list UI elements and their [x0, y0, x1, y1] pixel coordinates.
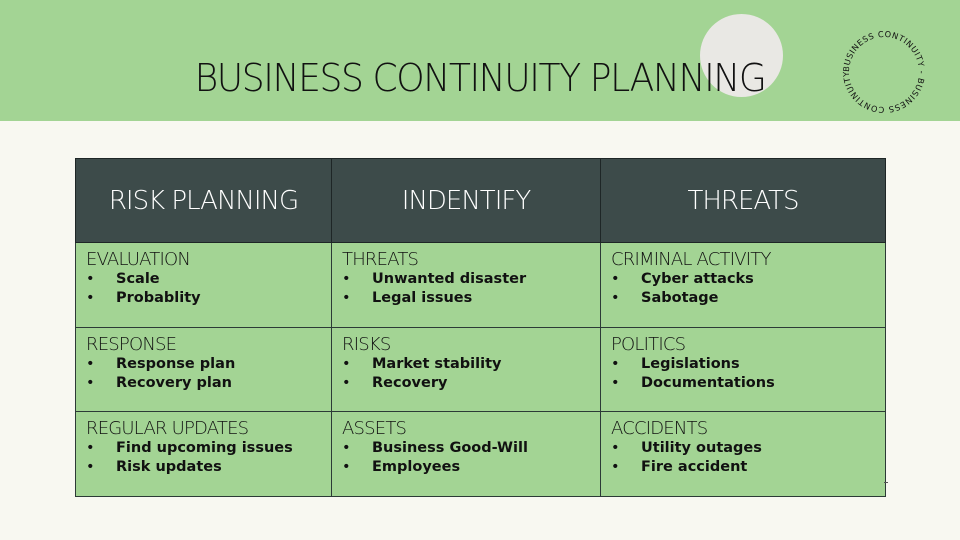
- list-item: Response plan: [86, 355, 321, 374]
- cell-title: RESPONSE: [86, 333, 177, 355]
- cell-title: ACCIDENTS: [611, 418, 708, 440]
- slide-title: BUSINESS CONTINUITY PLANNING: [194, 56, 767, 100]
- cell-title: RISKS: [342, 333, 391, 355]
- cell-title: THREATS: [342, 249, 419, 270]
- bullet-list: Business Good-Will Employees: [342, 439, 590, 477]
- list-item: Legal issues: [342, 289, 590, 308]
- table-cell: THREATS Unwanted disaster Legal issues: [331, 242, 601, 328]
- bullet-list: Unwanted disaster Legal issues: [342, 270, 590, 308]
- header-band: [0, 0, 960, 121]
- table-row: RESPONSE Response plan Recovery plan RIS…: [75, 326, 886, 413]
- header-threats: THREATS: [600, 158, 886, 243]
- list-item: Fire accident: [611, 458, 875, 477]
- table-row: REGULAR UPDATES Find upcoming issues Ris…: [75, 411, 886, 497]
- list-item: Utility outages: [611, 439, 875, 458]
- table-cell: POLITICS Legislations Documentations: [600, 326, 886, 413]
- bullet-list: Find upcoming issues Risk updates: [86, 439, 321, 477]
- header-risk-planning: RISK PLANNING: [75, 158, 332, 243]
- cell-title: POLITICS: [611, 333, 686, 355]
- table-cell: CRIMINAL ACTIVITY Cyber attacks Sabotage: [600, 242, 886, 328]
- list-item: Market stability: [342, 355, 590, 374]
- seal-text: BUSINESS CONTINUITY - BUSINESS CONTINUIT…: [834, 22, 926, 115]
- svg-text:BUSINESS CONTINUITY - BUSINESS: BUSINESS CONTINUITY - BUSINESS CONTINUIT…: [834, 22, 927, 115]
- list-item: Sabotage: [611, 289, 875, 308]
- bullet-list: Legislations Documentations: [611, 355, 875, 393]
- risk-planning-table: RISK PLANNING INDENTIFY THREATS EVALUATI…: [75, 158, 886, 497]
- table-cell: RESPONSE Response plan Recovery plan: [75, 326, 332, 413]
- cell-title: REGULAR UPDATES: [86, 418, 249, 440]
- table-cell: ASSETS Business Good-Will Employees: [331, 411, 601, 497]
- cell-title: CRIMINAL ACTIVITY: [611, 249, 771, 270]
- table-cell: RISKS Market stability Recovery: [331, 326, 601, 413]
- table-row: EVALUATION Scale Probablity THREATS Unwa…: [75, 242, 886, 328]
- list-item: Find upcoming issues: [86, 439, 321, 458]
- list-item: Cyber attacks: [611, 270, 875, 289]
- bullet-list: Utility outages Fire accident: [611, 439, 875, 477]
- table-header-row: RISK PLANNING INDENTIFY THREATS: [75, 158, 886, 243]
- bullet-list: Market stability Recovery: [342, 355, 590, 393]
- bullet-list: Cyber attacks Sabotage: [611, 270, 875, 308]
- table-edge-tick: [884, 482, 888, 483]
- list-item: Risk updates: [86, 458, 321, 477]
- cell-title: EVALUATION: [86, 249, 191, 270]
- list-item: Business Good-Will: [342, 439, 590, 458]
- cell-title: ASSETS: [342, 418, 407, 440]
- bullet-list: Scale Probablity: [86, 270, 321, 308]
- list-item: Probablity: [86, 289, 321, 308]
- list-item: Recovery: [342, 374, 590, 393]
- table-cell: ACCIDENTS Utility outages Fire accident: [600, 411, 886, 497]
- header-identify: INDENTIFY: [331, 158, 601, 243]
- list-item: Employees: [342, 458, 590, 477]
- list-item: Scale: [86, 270, 321, 289]
- bullet-list: Response plan Recovery plan: [86, 355, 321, 393]
- list-item: Documentations: [611, 374, 875, 393]
- decorative-circle: [700, 14, 783, 97]
- list-item: Unwanted disaster: [342, 270, 590, 289]
- table-cell: REGULAR UPDATES Find upcoming issues Ris…: [75, 411, 332, 497]
- table-cell: EVALUATION Scale Probablity: [75, 242, 332, 328]
- list-item: Legislations: [611, 355, 875, 374]
- business-continuity-seal: BUSINESS CONTINUITY - BUSINESS CONTINUIT…: [834, 22, 927, 115]
- list-item: Recovery plan: [86, 374, 321, 393]
